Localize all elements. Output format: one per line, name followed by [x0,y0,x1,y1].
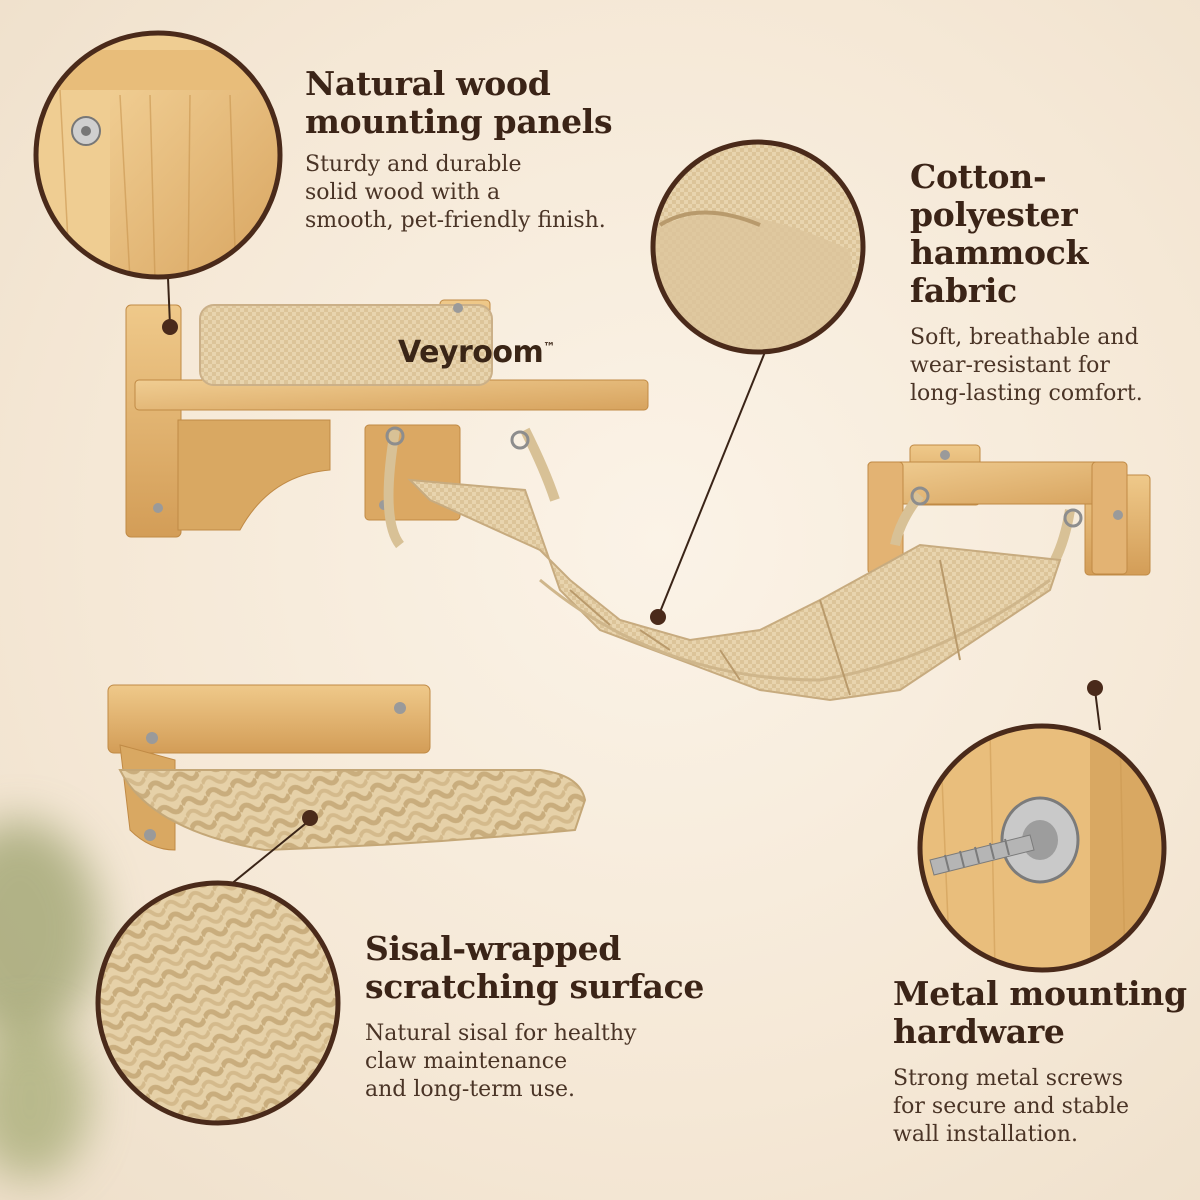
body-line: wear-resistant for [910,353,1110,378]
callout-title: Cotton-polyester hammock fabric [910,158,1190,310]
body-line: for secure and stable [893,1094,1129,1119]
callout-connectors [162,277,1103,886]
right-bridge-mount [867,444,1151,576]
hammock-bridge [383,426,1083,702]
title-line: Cotton-polyester [910,157,1078,234]
body-line: Soft, breathable and [910,325,1139,350]
wood-panel-closeup [33,30,283,280]
title-line: Metal mounting [893,974,1187,1013]
sisal-closeup [95,880,341,1126]
body-line: Strong metal screws [893,1066,1124,1091]
title-line: Sisal-wrapped [365,929,622,968]
trademark-mark: ™ [543,340,555,354]
callout-body: Strong metal screws for secure and stabl… [893,1065,1193,1149]
title-line: hardware [893,1012,1065,1051]
callout-body: Soft, breathable and wear-resistant for … [910,324,1190,408]
callout-title: Sisal-wrapped scratching surface [365,930,705,1006]
screw-closeup [917,723,1167,973]
callout-hardware: Metal mounting hardware Strong metal scr… [893,975,1193,1149]
title-line: mounting panels [305,102,613,141]
body-line: Sturdy and durable [305,152,522,177]
callout-sisal: Sisal-wrapped scratching surface Natural… [365,930,705,1104]
title-line: Natural wood [305,64,551,103]
title-line: hammock fabric [910,233,1089,310]
body-line: and long-term use. [365,1077,576,1102]
callout-title: Natural wood mounting panels [305,65,685,141]
fabric-closeup [650,139,866,355]
sisal-step [107,684,587,852]
callout-title: Metal mounting hardware [893,975,1193,1051]
callout-wood: Natural wood mounting panels Sturdy and … [305,65,685,235]
body-line: Natural sisal for healthy [365,1021,637,1046]
body-line: solid wood with a [305,180,501,205]
brand-logo: Veyroom™ [398,335,555,370]
body-line: wall installation. [893,1122,1078,1147]
callout-body: Sturdy and durable solid wood with a smo… [305,151,685,235]
title-line: scratching surface [365,967,705,1006]
body-line: smooth, pet-friendly finish. [305,208,606,233]
brand-name: Veyroom [398,335,544,370]
top-left-shelf [125,299,649,538]
callout-body: Natural sisal for healthy claw maintenan… [365,1020,705,1104]
callout-fabric: Cotton-polyester hammock fabric Soft, br… [910,158,1190,408]
body-line: long-lasting comfort. [910,381,1143,406]
body-line: claw maintenance [365,1049,568,1074]
